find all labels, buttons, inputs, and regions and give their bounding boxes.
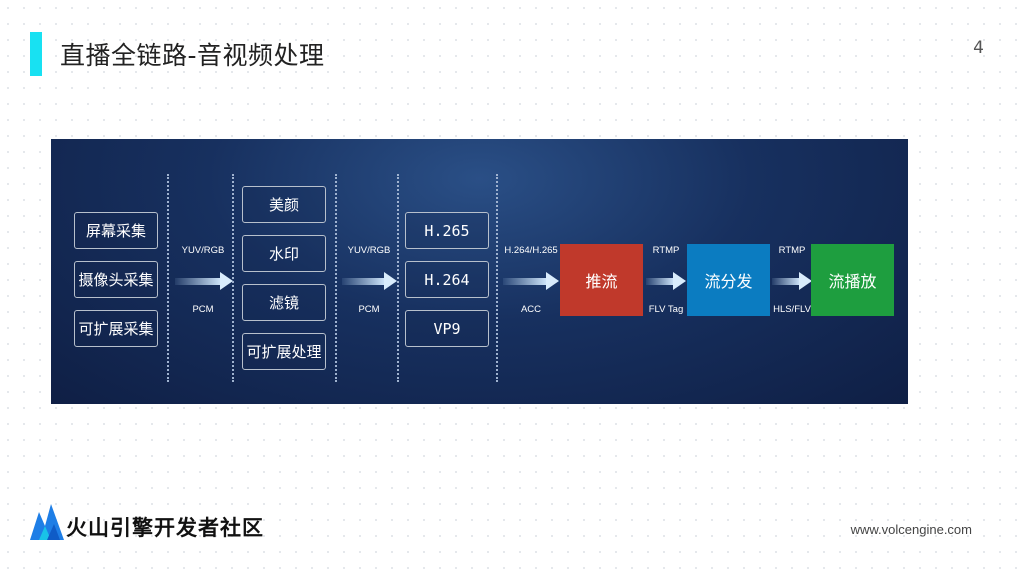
arrow-right-icon [342,272,397,290]
capture-screen-box: 屏幕采集 [74,212,158,249]
page-number: 4 [973,38,984,58]
process-watermark-box: 水印 [242,235,326,272]
footer-url[interactable]: www.volcengine.com [850,522,972,537]
arrow-right-icon [503,272,559,290]
arrow4-top-label: RTMP [652,245,680,256]
push-stream-stage: 推流 [560,244,643,316]
stream-play-stage: 流播放 [811,244,894,316]
footer-brand: 火山引擎开发者社区 [66,516,264,540]
title-accent-bar [30,32,42,76]
divider-line [167,174,169,382]
arrow-right-icon [646,272,686,290]
divider-line [397,174,399,382]
divider-line [496,174,498,382]
codec-h264-box: H.264 [405,261,489,298]
arrow2-bottom-label: PCM [358,304,380,315]
divider-line [335,174,337,382]
stream-distribution-stage: 流分发 [687,244,770,316]
capture-extensible-box: 可扩展采集 [74,310,158,347]
arrow-right-icon [772,272,812,290]
volcengine-logo-icon [30,502,64,544]
capture-camera-box: 摄像头采集 [74,261,158,298]
arrow4-bottom-label: FLV Tag [648,304,684,315]
codec-h265-box: H.265 [405,212,489,249]
arrow5-bottom-label: HLS/FLV [773,304,811,315]
arrow3-top-label: H.264/H.265 [504,245,558,256]
arrow-right-icon [175,272,233,290]
arrow1-bottom-label: PCM [192,304,214,315]
process-beauty-box: 美颜 [242,186,326,223]
process-filter-box: 滤镜 [242,284,326,321]
pipeline-diagram: 屏幕采集 摄像头采集 可扩展采集 YUV/RGB PCM 美颜 水印 滤镜 可扩… [51,139,908,404]
arrow1-top-label: YUV/RGB [181,245,225,256]
codec-vp9-box: VP9 [405,310,489,347]
page-title: 直播全链路-音视频处理 [60,41,325,70]
arrow3-bottom-label: ACC [520,304,542,315]
process-extensible-box: 可扩展处理 [242,333,326,370]
divider-line [232,174,234,382]
arrow2-top-label: YUV/RGB [347,245,391,256]
arrow5-top-label: RTMP [778,245,806,256]
